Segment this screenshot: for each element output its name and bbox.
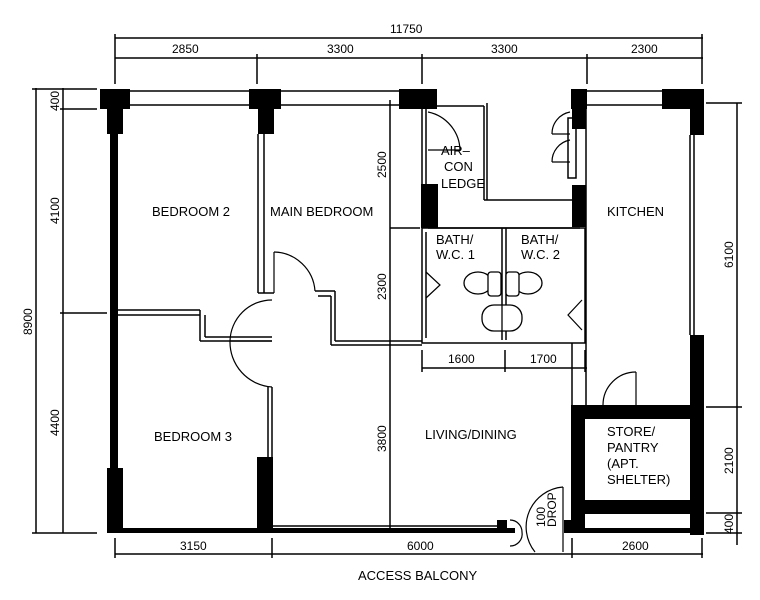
dim-inner-3: 3800 — [375, 425, 389, 452]
room-label-bath1-1: BATH/ — [436, 232, 474, 247]
room-label-bath1-2: W.C. 1 — [436, 247, 475, 262]
drop-label-2: DROP — [545, 492, 559, 527]
doors — [229, 111, 637, 553]
dim-left-total: 8900 — [21, 308, 35, 335]
dim-left-3: 4400 — [48, 409, 62, 436]
dim-bottom-3: 2600 — [622, 539, 649, 553]
dim-bath-2: 1700 — [530, 352, 557, 366]
room-label-store-3: (APT. — [607, 456, 639, 471]
dim-top-3: 3300 — [491, 42, 518, 56]
dim-inner-1: 2500 — [375, 151, 389, 178]
access-balcony-label: ACCESS BALCONY — [358, 568, 478, 583]
structural-walls — [100, 89, 704, 535]
dim-bottom-2: 6000 — [407, 539, 434, 553]
dim-bottom-1: 3150 — [180, 539, 207, 553]
dim-top-4: 2300 — [631, 42, 658, 56]
dimension-lines — [32, 34, 742, 558]
dim-left-2: 4100 — [48, 197, 62, 224]
room-label-store-2: PANTRY — [607, 440, 659, 455]
room-label-kitchen: KITCHEN — [607, 204, 664, 219]
dim-top-1: 2850 — [172, 42, 199, 56]
room-label-aircon-1: AIR– — [441, 143, 471, 158]
room-label-bath2-2: W.C. 2 — [521, 247, 560, 262]
room-label-aircon-3: LEDGE — [441, 176, 485, 191]
room-label-store-1: STORE/ — [607, 424, 656, 439]
thin-walls — [118, 90, 695, 527]
dim-left-1: 400 — [48, 91, 62, 111]
room-label-bath2-1: BATH/ — [521, 232, 559, 247]
dim-inner-2: 2300 — [375, 273, 389, 300]
dim-top-2: 3300 — [327, 42, 354, 56]
dim-right-3: 400 — [722, 514, 736, 534]
dim-top-total: 11750 — [390, 22, 423, 36]
room-label-store-4: SHELTER) — [607, 472, 670, 487]
dim-right-2: 2100 — [722, 447, 736, 474]
room-label-bedroom3: BEDROOM 3 — [154, 429, 232, 444]
room-label-main-bedroom: MAIN BEDROOM — [270, 204, 373, 219]
drop-label-1: 100 — [534, 507, 548, 527]
room-label-living-dining: LIVING/DINING — [425, 427, 517, 442]
dim-bath-1: 1600 — [448, 352, 475, 366]
room-label-aircon-2: CON — [444, 159, 473, 174]
sanitary-fixtures — [463, 271, 543, 332]
dim-right-1: 6100 — [722, 241, 736, 268]
room-label-bedroom2: BEDROOM 2 — [152, 204, 230, 219]
